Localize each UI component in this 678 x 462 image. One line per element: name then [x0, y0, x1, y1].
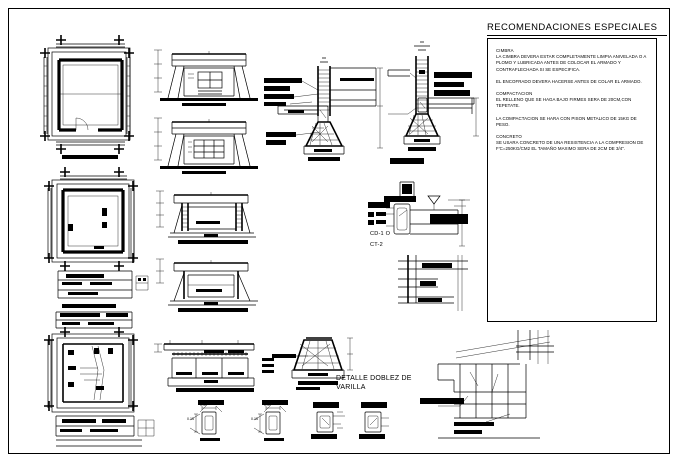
note-heading-0: CIMBRA [496, 48, 514, 53]
column-section-1 [186, 398, 238, 450]
section-lower [152, 253, 267, 313]
rebar-bend-footing-detail [272, 332, 382, 392]
foundation-plan-upper [30, 32, 165, 162]
column-section-3 [307, 400, 355, 450]
foundation-plan-lower [32, 308, 172, 450]
dim-bend-2-left: 0.15 [251, 417, 258, 421]
column-tag-2: CT-2 [370, 242, 383, 248]
rebar-detail-caption: DETALLE DOBLEZ DE VARILLA [336, 375, 412, 391]
notes-panel: CIMBRA LA CIMBRA DEVERA ESTAR COMPLETAME… [487, 38, 657, 322]
note-body-2: EL RELLENO QUE SE HAGA BAJO FIRMES SERA … [496, 97, 632, 109]
note-body-3: LA COMPACTACION SE HARA CON PISON METALI… [496, 115, 637, 127]
elevation-lower [150, 112, 265, 174]
column-section-2 [250, 398, 302, 450]
note-body-1: EL ENCOFRADO DEVERA HACERSE ANTES DE COL… [496, 78, 642, 84]
note-body-0: LA CIMBRA DEVERA ESTAR COMPLETAMENTE LIM… [496, 54, 647, 72]
wall-footing-detail-b [387, 36, 483, 166]
section-upper [152, 185, 267, 245]
column-base-detail [366, 181, 481, 252]
section-bottom [150, 330, 275, 392]
dim-bend-2-top: 0.15 [264, 403, 271, 407]
column-section-4 [355, 400, 403, 450]
notes-title: RECOMENDACIONES ESPECIALES [487, 22, 667, 36]
foundation-plan-middle [32, 167, 167, 313]
dim-bend-1-top: 0.15 [200, 403, 207, 407]
elevation-upper [150, 44, 265, 106]
note-body-4: SE USARA CONCRETO DE UNA RESISTENCIA A L… [496, 140, 644, 152]
sheet-border [8, 8, 670, 454]
pedestal-detail [398, 255, 478, 315]
column-tag-1: CD-1 O [370, 231, 391, 237]
note-heading-2: COMPACTACION [496, 91, 533, 97]
dim-bend-1-left: 0.15 [187, 417, 194, 421]
note-heading-4: CONCRETO [496, 134, 522, 140]
wall-footing-detail-a [262, 44, 387, 166]
stair-section-detail [420, 330, 555, 445]
